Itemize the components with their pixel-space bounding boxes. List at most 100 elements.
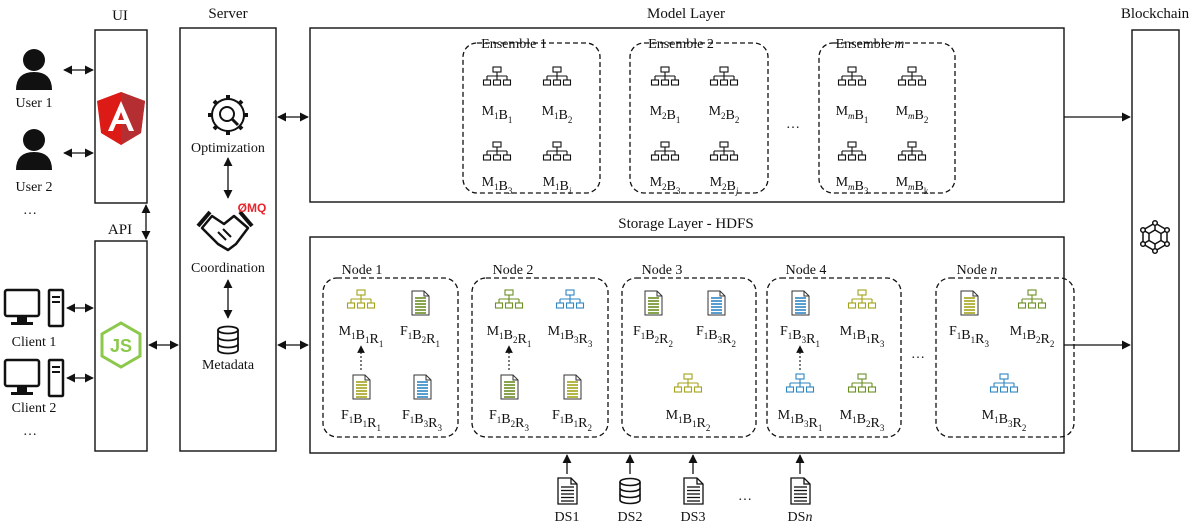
block-label: M2B3 [650, 175, 681, 196]
model-layer-box [309, 27, 1065, 203]
node-title: Node 3 [642, 263, 683, 278]
node-title: Node n [957, 263, 998, 278]
datasources-ellipsis: … [738, 489, 752, 504]
document-icon [563, 374, 582, 400]
computer-icon [3, 358, 65, 398]
block-label: M1B1R1 [339, 324, 384, 349]
node-title: Node 1 [342, 263, 383, 278]
block-label: F1B3R3 [402, 408, 442, 433]
tree-model-icon [673, 373, 703, 393]
node-4: Node 4 [766, 263, 902, 438]
database-icon [619, 477, 641, 505]
nodejs-logo: JS [100, 321, 142, 369]
ensemble-1: Ensemble 1 [462, 37, 601, 194]
block-label: F1B2R2 [633, 324, 673, 349]
node-1: Node 1 [322, 263, 459, 438]
tree-model-icon [494, 289, 524, 309]
datasource-label: DSn [788, 510, 813, 525]
document-icon [960, 290, 979, 316]
server-label: Server [208, 6, 247, 22]
document-icon [413, 374, 432, 400]
datasource: DS1 [555, 454, 580, 525]
document-icon [707, 290, 726, 316]
ensemble-title: Ensemble 1 [481, 37, 547, 52]
document-icon [683, 477, 704, 505]
metadata-label: Metadata [202, 358, 255, 373]
block-label: M1B2 [542, 104, 573, 125]
user-icon [16, 49, 52, 90]
tree-model-icon [837, 66, 867, 86]
node-box [935, 277, 1075, 438]
block-label: F1B1R1 [341, 408, 381, 433]
ensemble-box [462, 42, 601, 194]
block-label: MmB1 [836, 104, 869, 125]
model-layer-title: Model Layer [647, 6, 725, 22]
blockchain-box [1131, 29, 1180, 452]
tree-model-icon [897, 141, 927, 161]
document-icon [352, 374, 371, 400]
datasource-label: DS1 [555, 510, 580, 525]
tree-model-icon [709, 66, 739, 86]
ui-label: UI [112, 8, 128, 24]
ensemble-m: Ensemble m [818, 37, 956, 194]
ensemble-title: Ensemble 2 [648, 37, 714, 52]
computer-icon [3, 288, 65, 328]
block-label: M2B2 [709, 104, 740, 125]
block-label: M1B1R2 [666, 408, 711, 433]
node-title: Node 4 [786, 263, 827, 278]
node-box [322, 277, 459, 438]
block-label: M1B3R3 [548, 324, 593, 349]
block-label: M1B1 [482, 104, 513, 125]
block-label: M1B2R1 [487, 324, 532, 349]
document-icon [791, 290, 810, 316]
block-label: F1B2R1 [400, 324, 440, 349]
block-label: MmB2 [896, 104, 929, 125]
node-items: M1B1R1F1B2R1F1B1R1F1B3R3M1B2R1M1B3R3F1B2… [339, 289, 1054, 433]
database-icon [217, 325, 239, 355]
api-label: API [108, 222, 132, 238]
blockchain-label: Blockchain [1121, 6, 1190, 22]
node-3: Node 3 [621, 263, 757, 438]
block-label: M1Bi [543, 175, 572, 196]
nodes-ellipsis: … [911, 347, 925, 362]
storage-layer-title: Storage Layer - HDFS [618, 216, 753, 232]
tree-model-icon [1017, 289, 1047, 309]
datasource-items: DS1 DS2 DS3 DSn … [555, 454, 813, 525]
server-box [179, 27, 277, 452]
svg-text:JS: JS [110, 336, 132, 356]
ensemble-box [818, 42, 956, 194]
block-label: F1B2R3 [489, 408, 529, 433]
tree-model-icon [897, 66, 927, 86]
block-label: M1B1R3 [840, 324, 885, 349]
ensemble-2: Ensemble 2 [629, 37, 769, 194]
users-ellipsis: … [23, 203, 37, 218]
document-icon [644, 290, 663, 316]
block-label: M2B1 [650, 104, 681, 125]
node-title: Node 2 [493, 263, 534, 278]
node-n: Node n [935, 263, 1075, 438]
datasource: DSn [788, 454, 813, 525]
tree-model-icon [847, 289, 877, 309]
node-box [621, 277, 757, 438]
user-icon [16, 129, 52, 170]
block-label: F1B1R2 [552, 408, 592, 433]
datasource-label: DS2 [618, 510, 643, 525]
user-2-label: User 2 [16, 180, 53, 195]
handshake-icon [196, 210, 254, 252]
block-label: F1B3R2 [696, 324, 736, 349]
blockchain-network-icon [1139, 219, 1171, 255]
datasource-label: DS3 [681, 510, 706, 525]
tree-model-icon [650, 141, 680, 161]
tree-model-icon [989, 373, 1019, 393]
block-label: M1B3R1 [778, 408, 823, 433]
datasource: DS3 [681, 454, 706, 525]
block-label: F1B1R3 [949, 324, 989, 349]
node-box [766, 277, 902, 438]
node-box [471, 277, 609, 438]
clients-ellipsis: … [23, 424, 37, 439]
tree-model-icon [482, 141, 512, 161]
client-2-label: Client 2 [12, 401, 57, 416]
tree-model-icon [542, 66, 572, 86]
ensembles-ellipsis: … [786, 117, 800, 132]
